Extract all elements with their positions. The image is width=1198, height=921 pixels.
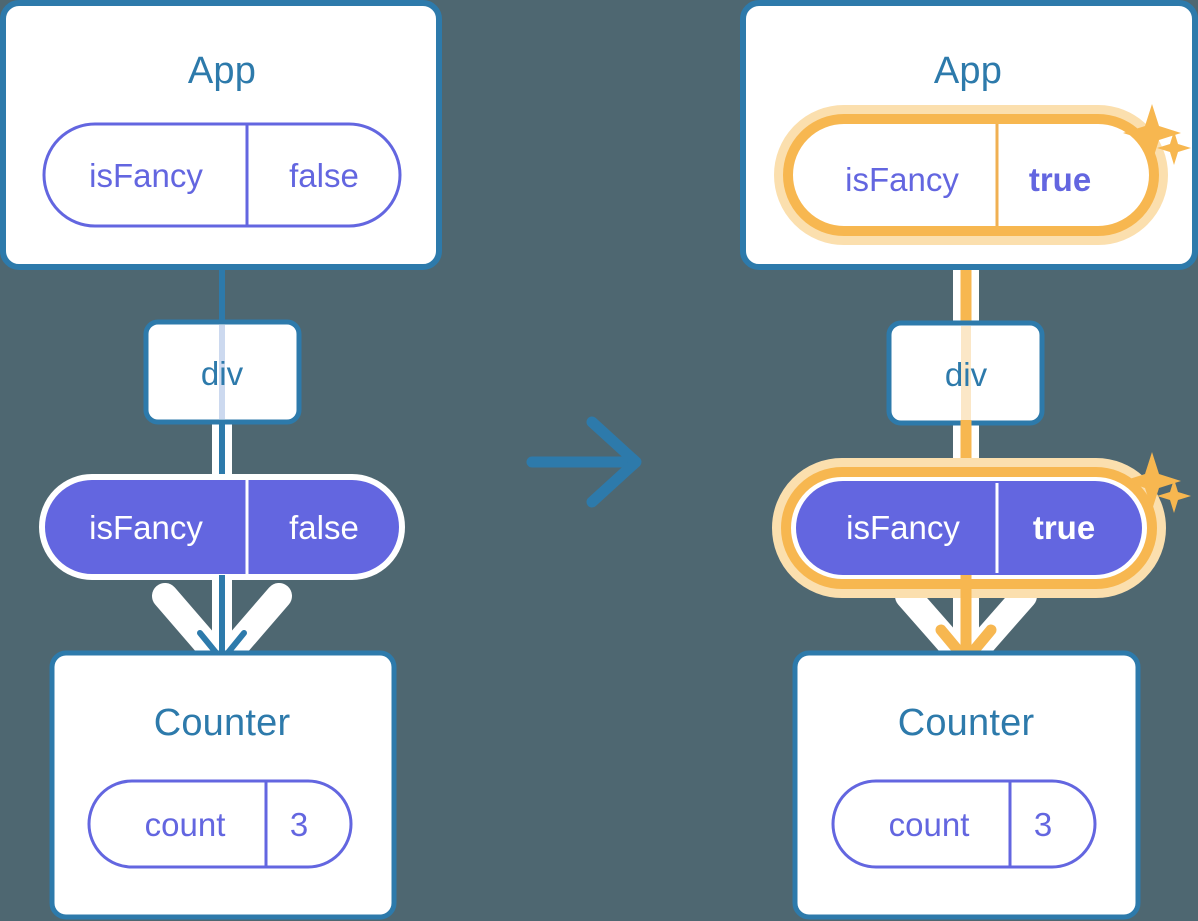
sparkle-small-icon	[1157, 131, 1191, 165]
sparkle-large-prop-icon	[1123, 452, 1181, 510]
pill-counter-state-after	[831, 779, 1097, 869]
sparkle-large-icon	[1123, 104, 1181, 162]
transition-arrow-right-icon	[526, 416, 642, 508]
pill-prop-after	[796, 481, 1142, 575]
sparkle-small-prop-icon	[1157, 479, 1191, 513]
pill-app-state-before	[42, 122, 402, 228]
pill-prop-before	[39, 474, 405, 580]
highlight-ring-app-after	[783, 114, 1159, 236]
pill-counter-state-before	[87, 779, 353, 869]
